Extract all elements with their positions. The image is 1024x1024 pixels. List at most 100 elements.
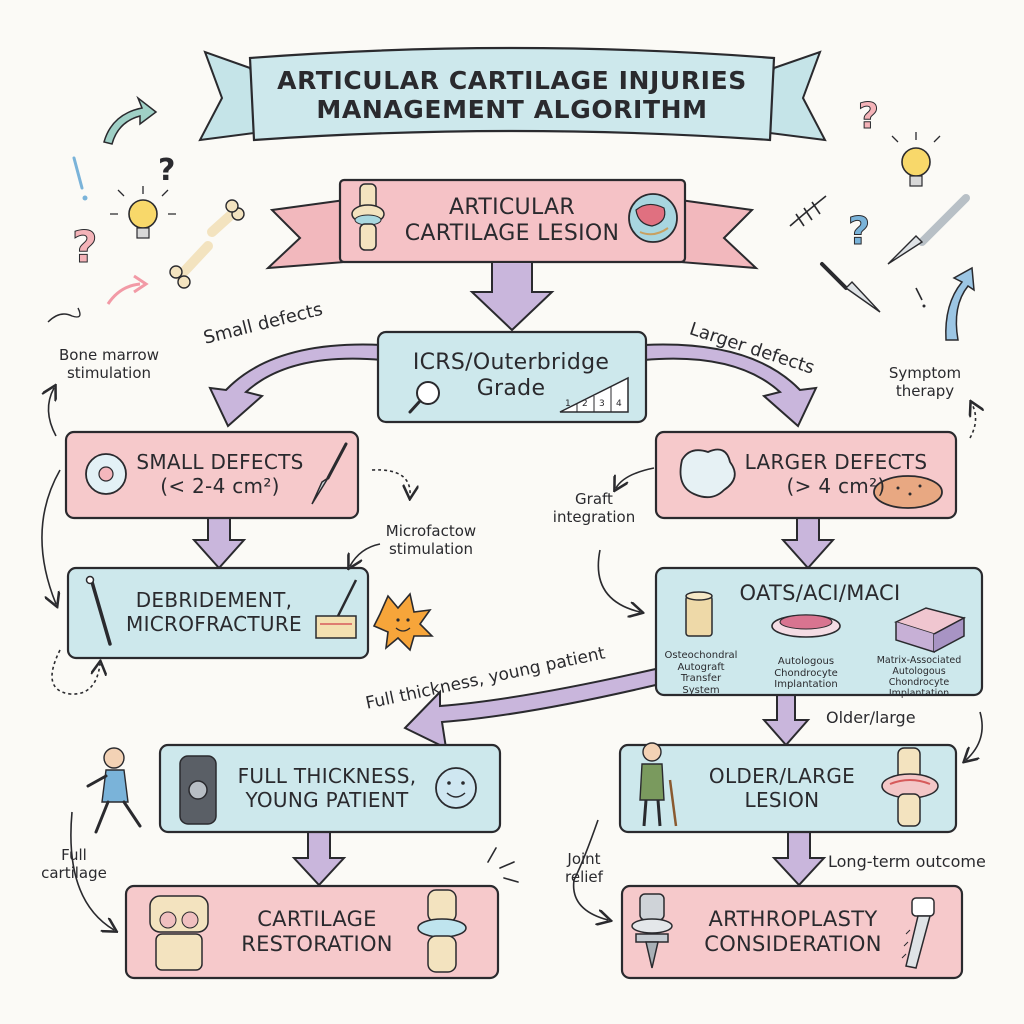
arrow-joint-relief <box>572 819 608 920</box>
restoration-box <box>124 884 500 980</box>
lesion-line-1: ARTICULAR <box>449 195 575 221</box>
older-box <box>618 743 958 834</box>
arrow-oats-to-older <box>761 694 811 747</box>
knee-joint-restored-icon <box>149 895 209 971</box>
arrow-full-cartilage <box>70 811 114 930</box>
label-microfactow: Microfactow stimulation <box>372 522 490 558</box>
oats-caption-3: Matrix-Associated Autologous Chondrocyte… <box>858 655 980 700</box>
knee-implant-icon <box>631 893 673 969</box>
oats-caption-2-line-2: Chondrocyte Implantation <box>774 667 838 691</box>
full-cartilage-line-2: cartilage <box>41 864 107 882</box>
arrow-older-to-arthroplasty <box>771 831 827 887</box>
question-mark-icon: ? <box>158 153 175 188</box>
title-line-2: MANAGEMENT ALGORITHM <box>316 95 708 124</box>
debridement-line-2: MICROFRACTURE <box>126 612 302 636</box>
arrow-graft-out <box>597 549 640 612</box>
smiley-icon <box>435 767 477 809</box>
oats-caption-2-line-1: Autologous <box>777 656 835 667</box>
small-defects-label: SMALL DEFECTS (< 2-4 cm²) <box>130 438 310 512</box>
larger-defects-line-2: (> 4 cm²) <box>786 474 886 498</box>
arrow-larger-to-oats <box>780 517 836 570</box>
arrow-graft-in <box>616 467 655 488</box>
larger-defects-label: LARGER DEFECTS (> 4 cm²) <box>736 438 936 512</box>
full-cartilage-line-1: Full <box>61 846 87 864</box>
lesion-ribbon <box>265 178 759 270</box>
oats-caption-3-line-2: Chondrocyte Implantation <box>888 676 950 699</box>
restoration-line-1: CARTILAGE <box>257 907 377 932</box>
larger-defects-line-1: LARGER DEFECTS <box>744 450 928 475</box>
grade-box <box>376 330 648 424</box>
lightbulb-icon <box>110 186 176 239</box>
question-mark-icon: ? <box>72 222 98 273</box>
scalpel-icon <box>311 442 348 505</box>
bone-marrow-line-1: Bone marrow <box>59 346 159 364</box>
joint-relief-line-1: Joint <box>567 850 601 868</box>
title-line-1: ARTICULAR CARTILAGE INJURIES <box>277 65 747 95</box>
bone-icon <box>169 199 245 289</box>
question-mark-icon: ? <box>848 209 870 253</box>
symptom-line-1: Symptom <box>888 364 962 382</box>
petri-dish-icon <box>771 614 841 638</box>
restoration-line-2: RESTORATION <box>241 932 393 956</box>
magnifier-icon <box>408 381 440 414</box>
young-label: FULL THICKNESS, YOUNG PATIENT <box>222 752 432 826</box>
restoration-label: CARTILAGE RESTORATION <box>220 894 414 970</box>
small-defects-box <box>64 430 360 520</box>
page-title: ARTICULAR CARTILAGE INJURIES MANAGEMENT … <box>258 56 766 134</box>
pink-arrow-doodle <box>106 274 149 305</box>
runner-icon <box>86 747 142 834</box>
surgical-knife-icon <box>887 194 970 265</box>
title-ribbon <box>198 46 827 142</box>
arrow-young-to-restoration <box>291 831 347 887</box>
grade-tick-1: 1 <box>565 399 571 409</box>
oats-title: OATS/ACI/MACI <box>739 580 901 605</box>
bone-marrow-line-2: stimulation <box>66 364 152 382</box>
grade-line-2: Grade <box>476 376 546 401</box>
debridement-box <box>66 566 370 660</box>
arthritic-knee-icon <box>881 747 939 827</box>
older-line-1: OLDER/LARGE <box>708 764 856 789</box>
burst-icon <box>372 592 434 652</box>
arthroplasty-box <box>620 884 964 980</box>
needle-icon <box>315 579 358 639</box>
small-defects-line-1: SMALL DEFECTS <box>136 450 304 475</box>
arrow-debridement-loop <box>51 649 100 695</box>
elderly-man-icon <box>639 742 678 827</box>
question-mark-icon: ? <box>858 96 879 137</box>
arrow-older-side <box>966 711 983 760</box>
label-full-cartilage: Full cartilage <box>34 846 114 882</box>
lesion-line-2: CARTILAGE LESION <box>404 221 620 246</box>
older-label: OLDER/LARGE LESION <box>692 752 872 826</box>
oats-caption-1-line-3: Transfer System <box>680 673 722 696</box>
grade-tick-2: 2 <box>582 399 588 409</box>
arthroplasty-label: ARTHROPLASTY CONSIDERATION <box>688 894 898 970</box>
label-long-term: Long-term outcome <box>828 852 986 871</box>
grade-tick-4: 4 <box>616 399 622 409</box>
joint-relief-line-2: relief <box>565 868 603 886</box>
older-line-2: LESION <box>744 788 820 812</box>
arrow-microfactow-down <box>350 543 381 566</box>
arrow-grade-to-larger <box>643 343 818 428</box>
arrow-microfactow <box>371 469 410 496</box>
grade-label: ICRS/Outerbridge Grade <box>386 338 636 414</box>
stitches-doodle <box>789 195 827 227</box>
arrow-oats-to-young <box>403 666 661 750</box>
label-older-large: Older/large <box>826 708 916 727</box>
arrow-small-to-debridement <box>191 517 247 570</box>
graft-plug-icon <box>873 475 943 509</box>
oats-caption-3-line-1: Matrix-Associated Autologous <box>876 655 962 677</box>
oats-label: OATS/ACI/MACI <box>700 578 940 608</box>
young-line-2: YOUNG PATIENT <box>245 788 409 812</box>
arrow-small-to-debridement-side <box>41 469 61 604</box>
arrow-grade-to-small <box>208 343 383 428</box>
sparkle-doodle <box>487 847 519 883</box>
mini-exclamation-doodle <box>915 287 926 308</box>
young-line-1: FULL THICKNESS, <box>237 764 417 789</box>
curette-icon <box>85 575 112 646</box>
grade-scale-icon <box>559 376 629 413</box>
blob-icon <box>679 448 736 499</box>
scalpel-icon <box>820 262 881 313</box>
knee-joint-icon <box>351 183 385 251</box>
arrow-lesion-to-grade <box>469 261 555 332</box>
